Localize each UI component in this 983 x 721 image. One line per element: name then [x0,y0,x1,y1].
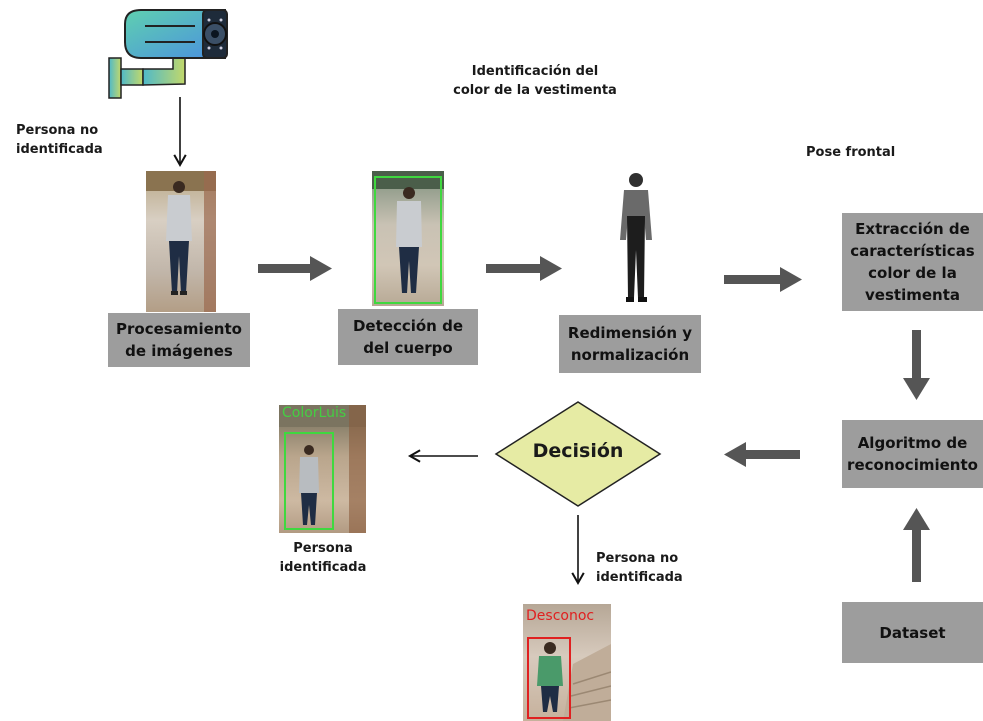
thick-arrow-down [903,330,930,400]
unknown-tag: Desconoc [526,608,595,624]
unidentified-person-label-top: Persona no identificada [16,123,103,157]
decision-diamond [494,401,662,507]
body-detection-box: Detección de del cuerpo [338,309,478,365]
identified-tag: ColorLuis [282,405,347,421]
security-camera-icon [108,9,228,99]
feature-extraction-box: Extracción de características color de l… [842,213,983,311]
unknown-person-photo [523,604,611,721]
processed-person-photo [146,171,216,312]
resize-normalization-box: Redimensión y normalización [559,315,701,373]
decision-label: Decisión [532,440,624,462]
identified-person-label: Persona identificada [279,541,367,575]
thick-arrow-left [724,442,800,467]
thick-arrow-3 [724,267,802,292]
identified-person-photo [279,405,366,533]
thick-arrow-1 [258,256,332,281]
thick-arrow-up [903,508,930,582]
clothing-color-identification-label: Identificación del color de la vestiment… [453,64,617,98]
normalized-silhouette [620,173,652,302]
dataset-box: Dataset [842,602,983,663]
recognition-algorithm-box: Algoritmo de reconocimiento [842,420,983,488]
body-detection-photo [372,171,444,306]
image-processing-box: Procesamiento de imágenes [108,313,250,367]
unidentified-person-label-bottom: Persona no identificada [596,551,683,585]
thick-arrow-2 [486,256,562,281]
frontal-pose-label: Pose frontal [806,145,896,160]
